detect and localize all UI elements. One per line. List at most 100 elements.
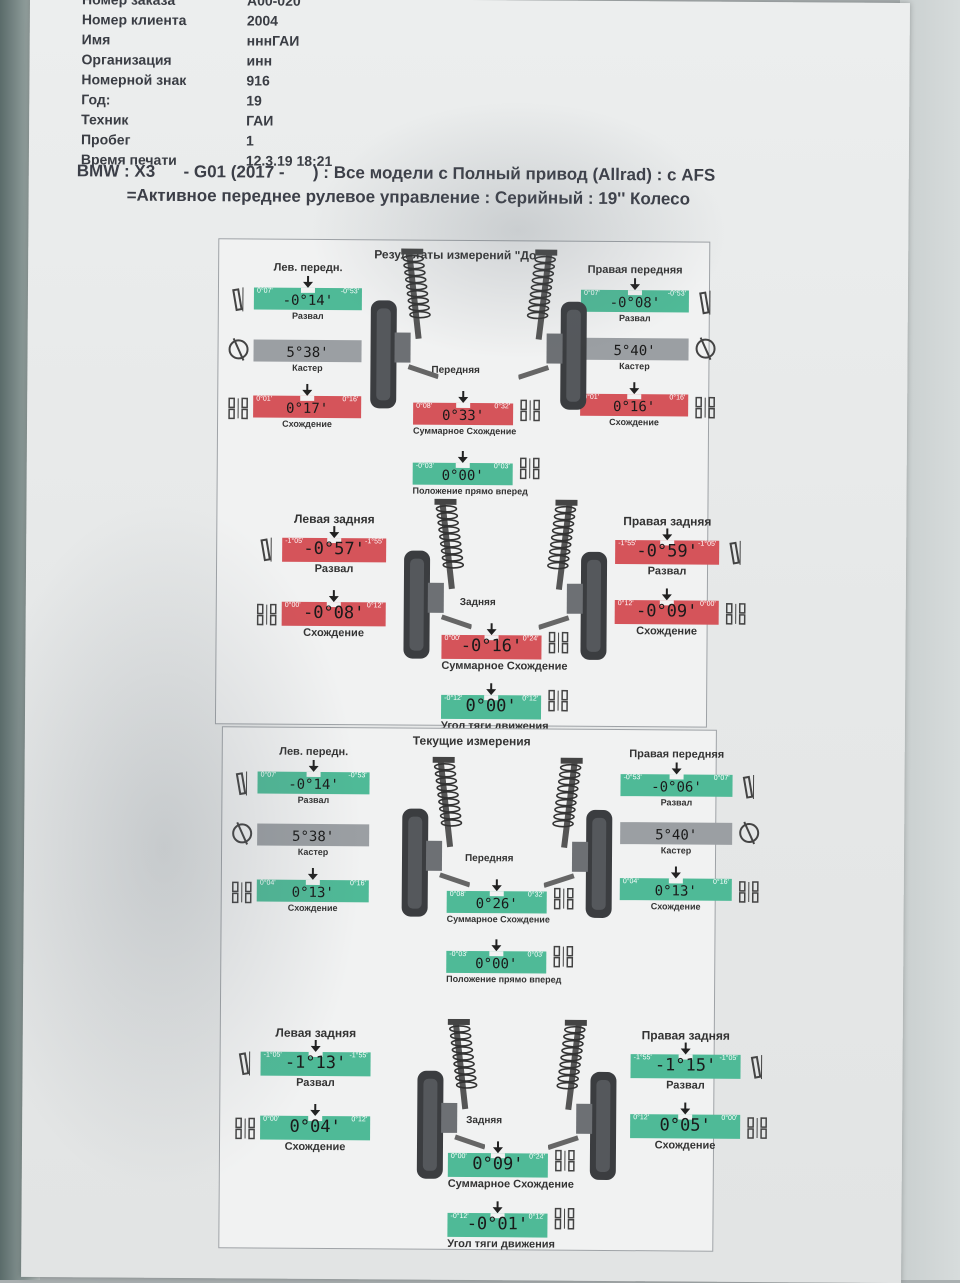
parameter-label: Схождение <box>253 418 361 429</box>
parameter-label: Схождение <box>260 1141 370 1154</box>
parameter-label: Положение прямо вперед <box>413 486 513 497</box>
left-camber-gauge: Лев. передн.0°07'-0°53'-0°14'Развал <box>258 746 370 747</box>
front-right-suspension-icon <box>544 758 615 928</box>
gauge-bar: 0°01'0°16'0°17' <box>253 395 361 418</box>
measured-value: -0°08' <box>581 295 689 312</box>
indicator-arrow-icon <box>491 939 501 951</box>
parameter-label: Схождение <box>257 903 369 914</box>
gauge-bar: 0°07'-0°53'-0°14' <box>257 772 369 795</box>
wheel-position-label: Левая задняя <box>282 512 386 527</box>
gauge-bar: -0°03'0°03'0°00' <box>446 951 546 974</box>
rear-right-suspension-icon <box>548 1020 619 1190</box>
toe-icon <box>694 393 716 421</box>
measured-value: 0°00' <box>446 956 546 973</box>
gauge-bar: 0°04'0°16'0°13' <box>620 878 732 901</box>
right-camber-gauge: Правая задняя-1°55'-1°05'-0°59'Развал <box>615 514 719 515</box>
front-left-suspension-icon <box>368 248 439 418</box>
background-right <box>900 0 960 1280</box>
parameter-label: Развал <box>254 310 362 321</box>
gauge-bar: 0°12'0°00'-0°09' <box>615 600 719 625</box>
info-label: Номер заказа <box>82 0 175 8</box>
toe-icon <box>547 686 569 714</box>
gauge-bar: 0°12'0°00'0°05' <box>630 1114 740 1139</box>
caster-icon <box>231 819 253 847</box>
measured-value: 0°04' <box>260 1119 370 1136</box>
parameter-label: Развал <box>620 797 732 808</box>
indicator-arrow-icon <box>681 1042 691 1054</box>
measured-value: 5°40' <box>620 827 732 844</box>
indicator-arrow-icon <box>458 451 468 463</box>
gauge-bar: 0°04'0°16'0°13' <box>257 880 369 903</box>
measured-value: 0°00' <box>441 698 541 715</box>
parameter-label: Кастер <box>257 847 369 858</box>
wheel-position-label: Лев. передн. <box>254 261 362 274</box>
parameter-label: Развал <box>257 795 369 806</box>
indicator-arrow-icon <box>308 868 318 880</box>
gauge-bar: -0°12'0°12'0°00' <box>441 695 541 720</box>
left-caster-gauge: 5°38'Кастер <box>257 824 369 825</box>
gauge-bar: 0°07'-0°53'-0°14' <box>254 287 362 310</box>
axle-label: Передняя <box>465 853 514 864</box>
info-value: 19 <box>246 92 262 108</box>
parameter-label: Кастер <box>620 845 732 856</box>
parameter-label: Положение прямо вперед <box>446 974 546 985</box>
info-label: Техник <box>81 111 128 127</box>
rear-left-suspension-icon <box>415 1019 486 1189</box>
indicator-arrow-icon <box>630 278 640 290</box>
camber-icon <box>746 1053 768 1081</box>
camber-icon <box>256 536 278 564</box>
indicator-arrow-icon <box>680 1102 690 1114</box>
info-value: 916 <box>246 72 269 88</box>
toe-icon <box>552 942 574 970</box>
measured-value: 5°40' <box>580 343 688 360</box>
left-camber-gauge: Левая задняя-1°05'-1°55'-0°57'Развал <box>282 512 386 513</box>
wheel-position-label <box>282 576 386 577</box>
gauge-bar: 5°40' <box>620 822 732 845</box>
toe-icon <box>746 1113 768 1141</box>
indicator-arrow-icon <box>662 588 672 600</box>
indicator-arrow-icon <box>492 879 502 891</box>
right-camber-gauge: Правая передняя-0°53'0°07'-0°06'Развал <box>621 748 733 749</box>
right-caster-gauge: 5°40'Кастер <box>581 338 689 339</box>
wheel-position-label <box>260 1090 370 1091</box>
vehicle-description: BMW : X3 - G01 (2017 - ) : Все модели с … <box>77 159 897 213</box>
gauge-bar: 0°00'0°12'-0°08' <box>282 602 386 627</box>
info-label: Пробег <box>81 131 131 147</box>
left-toe-gauge: 0°00'0°12'0°04'Схождение <box>260 1090 370 1091</box>
info-value: нннГАИ <box>247 32 300 48</box>
measured-value: 0°17' <box>253 400 361 417</box>
info-label: Номер клиента <box>82 11 187 28</box>
gauge-bar: -1°05'-1°55'-1°13' <box>260 1052 370 1077</box>
gauge-bar: 0°07'-0°53'-0°08' <box>581 290 689 313</box>
toe-icon <box>738 877 760 905</box>
parameter-label: Развал <box>630 1079 740 1092</box>
gauge-bar: -0°12'0°12'-0°01' <box>447 1213 547 1238</box>
parameter-label: Угол тяги движения <box>447 1238 547 1251</box>
info-value: инн <box>247 52 273 68</box>
measured-value: 5°38' <box>253 344 361 361</box>
left-camber-gauge: Лев. передн.0°07'-0°53'-0°14'Развал <box>254 261 362 262</box>
toe-icon <box>231 877 253 905</box>
wheel-position-label: Правая задняя <box>631 1028 741 1043</box>
measured-value: 0°16' <box>580 399 688 416</box>
caster-icon <box>738 819 760 847</box>
gauge-bar: -1°55'-1°05'-0°59' <box>615 540 719 565</box>
measured-value: -1°15' <box>631 1057 741 1074</box>
indicator-arrow-icon <box>329 590 339 602</box>
camber-icon <box>234 1049 256 1077</box>
measured-value: 5°38' <box>257 829 369 846</box>
toe-icon <box>227 393 249 421</box>
gauge-bar: -1°05'-1°55'-0°57' <box>282 538 386 563</box>
measured-value: -0°06' <box>620 779 732 796</box>
indicator-arrow-icon <box>458 391 468 403</box>
wheel-position-label: Правая передняя <box>621 748 733 761</box>
parameter-label: Схождение <box>620 901 732 912</box>
indicator-arrow-icon <box>671 866 681 878</box>
info-value: ГАИ <box>246 112 273 128</box>
